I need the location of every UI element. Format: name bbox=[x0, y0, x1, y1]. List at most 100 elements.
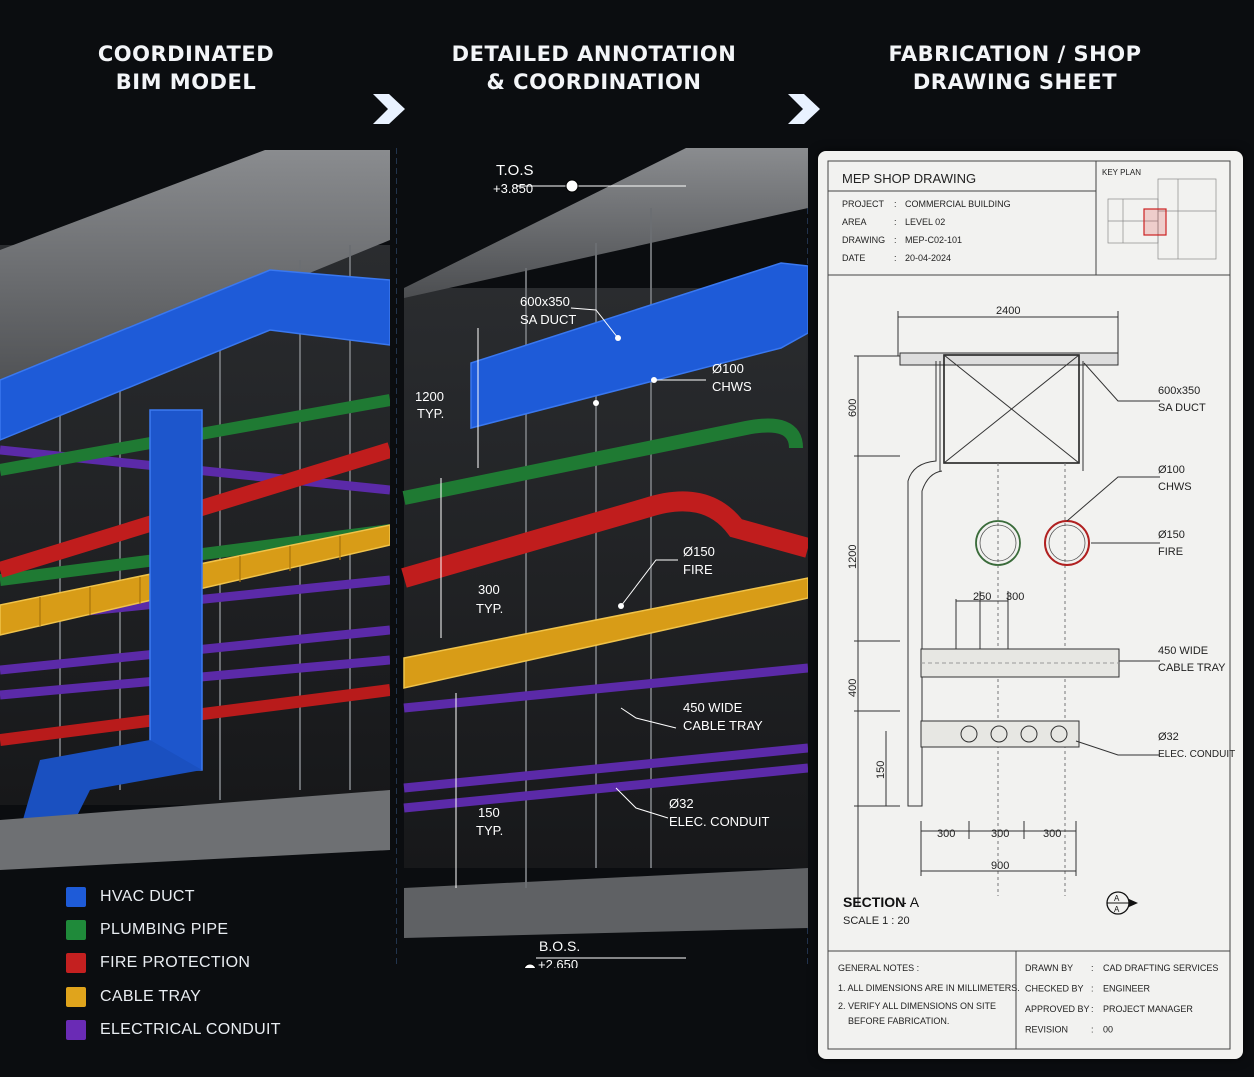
sheet-key-text: DRAWN BY bbox=[1025, 963, 1073, 973]
sheet-conduit-size: Ø32 bbox=[1158, 731, 1179, 743]
note-2a: 2. VERIFY ALL DIMENSIONS ON SITE bbox=[838, 1001, 996, 1011]
sheet-fire-size: Ø150 bbox=[1158, 529, 1185, 541]
note-2b: BEFORE FABRICATION. bbox=[848, 1016, 949, 1026]
legend-item: CABLE TRAY bbox=[66, 980, 281, 1013]
legend-swatch bbox=[66, 1019, 86, 1040]
leader-lines bbox=[570, 307, 706, 819]
header-shop-drawing: FABRICATION / SHOP DRAWING SHEET bbox=[880, 40, 1150, 96]
bim-model-render bbox=[0, 150, 390, 870]
key-plan-thumbnail bbox=[1107, 178, 1217, 260]
sheet-value-text: LEVEL 02 bbox=[905, 217, 945, 227]
legend-swatch bbox=[66, 886, 86, 907]
dim-top: 2400 bbox=[996, 305, 1020, 317]
legend-item: FIRE PROTECTION bbox=[66, 947, 281, 980]
sheet-tray-name: CABLE TRAY bbox=[1158, 662, 1226, 674]
chws-name-label: CHWS bbox=[712, 379, 752, 394]
tray-size-label: 450 WIDE bbox=[683, 700, 743, 715]
ceiling-slab bbox=[404, 148, 808, 298]
dim-1200: 1200 bbox=[847, 545, 859, 569]
legend-label: PLUMBING PIPE bbox=[100, 920, 229, 938]
fire-name-label: FIRE bbox=[683, 562, 713, 577]
sheet-chws-name: CHWS bbox=[1158, 481, 1192, 493]
sheet-key-text: REVISION bbox=[1025, 1025, 1068, 1035]
sheet-chws-size: Ø100 bbox=[1158, 464, 1185, 476]
section-drawing bbox=[854, 311, 1160, 906]
sheet-value-text: MEP-C02-101 bbox=[905, 235, 962, 245]
dim-bottom-300c: 300 bbox=[1043, 828, 1061, 840]
annotation-render: T.O.S +3.850 B.O.S. +2.650 600x350 SA DU… bbox=[396, 148, 808, 968]
sheet-duct-name: SA DUCT bbox=[1158, 402, 1206, 414]
dim-300-typ: TYP. bbox=[476, 601, 503, 616]
duct-name-label: SA DUCT bbox=[520, 312, 576, 327]
fire-size-label: Ø150 bbox=[683, 544, 715, 559]
dimension-lines bbox=[440, 185, 686, 959]
conduit-size-label: Ø32 bbox=[669, 796, 694, 811]
sheet-value-text: 00 bbox=[1103, 1025, 1113, 1035]
legend-label: FIRE PROTECTION bbox=[100, 954, 251, 972]
sheet-frame bbox=[827, 160, 1231, 1050]
header-annotation: DETAILED ANNOTATION & COORDINATION bbox=[444, 40, 744, 96]
svg-text:A: A bbox=[1114, 905, 1120, 914]
sheet-sep-text: : bbox=[1091, 1025, 1094, 1035]
shop-drawing-sheet: MEP SHOP DRAWING PROJECT:COMMERCIAL BUIL… bbox=[818, 151, 1243, 1059]
header-annotation-line1: DETAILED ANNOTATION bbox=[451, 42, 737, 66]
sheet-value-text: COMMERCIAL BUILDING bbox=[905, 199, 1011, 209]
dim-1200-value: 1200 bbox=[415, 389, 444, 404]
chevron-right-icon bbox=[373, 94, 405, 124]
sheet-value-text: CAD DRAFTING SERVICES bbox=[1103, 963, 1218, 973]
note-1: 1. ALL DIMENSIONS ARE IN MILLIMETERS. bbox=[838, 983, 1020, 993]
sheet-tray-size: 450 WIDE bbox=[1158, 645, 1208, 657]
dim-bottom-300b: 300 bbox=[991, 828, 1009, 840]
sheet-key-text: APPROVED BY bbox=[1025, 1004, 1090, 1014]
dim-150-typ: TYP. bbox=[476, 823, 503, 838]
sheet-duct-size: 600x350 bbox=[1158, 385, 1200, 397]
dim-300-right: 300 bbox=[1006, 591, 1024, 603]
dim-150: 150 bbox=[875, 761, 887, 779]
sheet-sep-text: : bbox=[1091, 984, 1094, 994]
dim-150-value: 150 bbox=[478, 805, 500, 820]
blue-elbow-duct bbox=[20, 740, 202, 830]
cable-tray bbox=[403, 577, 808, 689]
dim-250: 250 bbox=[973, 591, 991, 603]
level-marker-icon bbox=[523, 963, 537, 968]
legend-item: PLUMBING PIPE bbox=[66, 913, 281, 946]
legend-swatch bbox=[66, 919, 86, 940]
section-title: SECTION bbox=[843, 894, 905, 910]
sheet-value-text: 20-04-2024 bbox=[905, 253, 951, 263]
sheet-sep-text: : bbox=[1091, 1004, 1094, 1014]
legend-item: HVAC DUCT bbox=[66, 880, 281, 913]
floor-slab bbox=[0, 790, 390, 870]
dim-600: 600 bbox=[847, 399, 859, 417]
sheet-key-text: DATE bbox=[842, 253, 865, 263]
level-marker-icon bbox=[565, 179, 579, 193]
header-shop-drawing-line1: FABRICATION / SHOP bbox=[888, 42, 1142, 66]
duct-size-label: 600x350 bbox=[520, 294, 570, 309]
tray-name-label: CABLE TRAY bbox=[683, 718, 763, 733]
legend-label: HVAC DUCT bbox=[100, 887, 195, 905]
green-pipe bbox=[402, 418, 803, 505]
blue-vertical-duct bbox=[149, 409, 203, 771]
purple-conduits bbox=[403, 663, 808, 813]
header-bim-model-line2: BIM MODEL bbox=[115, 70, 257, 94]
sheet-key-text: CHECKED BY bbox=[1025, 984, 1084, 994]
sheet-value-text: PROJECT MANAGER bbox=[1103, 1004, 1193, 1014]
header-annotation-line2: & COORDINATION bbox=[486, 70, 702, 94]
ceiling-slab bbox=[0, 150, 390, 400]
blue-main-duct bbox=[470, 262, 808, 429]
dim-300-value: 300 bbox=[478, 582, 500, 597]
sheet-key-text: PROJECT bbox=[842, 199, 885, 209]
sheet-sep-text: : bbox=[894, 199, 897, 209]
chws-size-label: Ø100 bbox=[712, 361, 744, 376]
conduit-name-label: ELEC. CONDUIT bbox=[669, 814, 769, 829]
shop-drawing: MEP SHOP DRAWING PROJECT:COMMERCIAL BUIL… bbox=[827, 160, 1235, 1050]
sheet-sep-text: : bbox=[894, 235, 897, 245]
key-plan-label: KEY PLAN bbox=[1102, 168, 1141, 177]
floor-slab bbox=[404, 868, 808, 938]
sheet-value-text: ENGINEER bbox=[1103, 984, 1151, 994]
sheet-credits: DRAWN BY: CAD DRAFTING SERVICES CHECKED BY… bbox=[1025, 963, 1218, 1035]
dim-bottom-300a: 300 bbox=[937, 828, 955, 840]
notes-title: GENERAL NOTES : bbox=[838, 963, 919, 973]
legend-label: CABLE TRAY bbox=[100, 987, 202, 1005]
tos-label: T.O.S bbox=[496, 162, 534, 179]
